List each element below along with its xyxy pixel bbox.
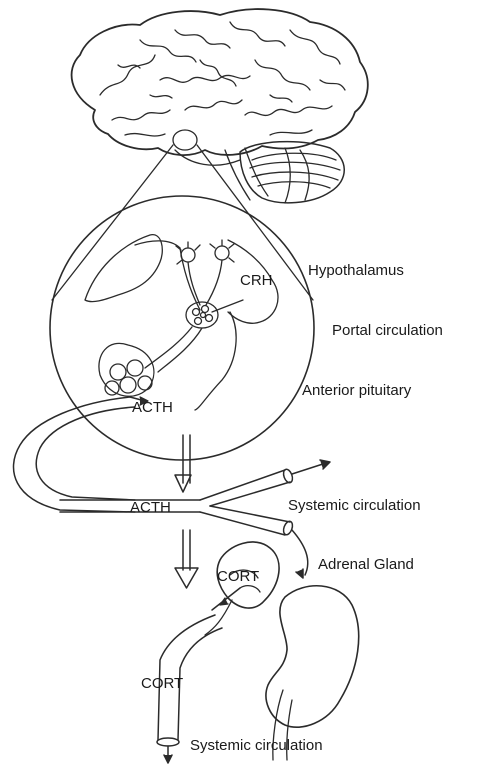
cort-gland-label: CORT [217, 569, 259, 584]
crh-label: CRH [240, 273, 273, 288]
magnified-view [50, 196, 314, 460]
systemic-circulation-upper-label: Systemic circulation [288, 498, 421, 513]
acth-pituitary-label: ACTH [132, 400, 173, 415]
acth-vessel [13, 397, 148, 512]
anterior-pituitary-label: Anterior pituitary [302, 383, 411, 398]
adrenal-gland-label: Adrenal Gland [318, 557, 414, 572]
acth-vessel-label: ACTH [130, 500, 171, 515]
magnification-lines [52, 145, 313, 300]
hypothalamus-label: Hypothalamus [308, 263, 404, 278]
systemic-vessel-branch [60, 460, 330, 578]
portal-circulation-label: Portal circulation [332, 323, 443, 338]
cort-vessel-label: CORT [141, 676, 183, 691]
systemic-circulation-lower-label: Systemic circulation [190, 738, 323, 753]
brain-illustration [72, 9, 368, 203]
